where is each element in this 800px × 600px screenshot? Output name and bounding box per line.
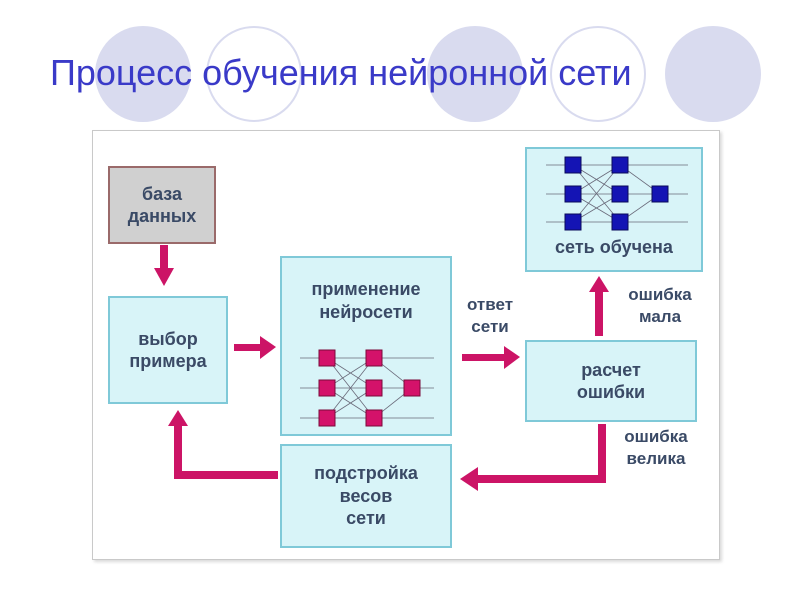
arrow-select-to-apply bbox=[234, 344, 262, 351]
arrow-apply-to-error-head bbox=[504, 346, 520, 369]
arrows bbox=[154, 245, 609, 491]
weight-adjust-box: подстройка весов сети bbox=[280, 444, 452, 548]
arrow-adjust-to-select-up bbox=[174, 424, 182, 479]
arrow-error-to-trained bbox=[595, 290, 603, 336]
arrow-error-to-adjust-head bbox=[460, 467, 478, 491]
arrow-error-to-trained-head bbox=[589, 276, 609, 292]
decor-circle-3 bbox=[427, 26, 523, 122]
slide-title: Процесс обучения нейронной сети bbox=[50, 52, 632, 93]
error-calc-box: расчет ошибки bbox=[525, 340, 697, 422]
apply-network-box: применение нейросети bbox=[280, 256, 452, 436]
select-example-box: выбор примера bbox=[108, 296, 228, 404]
arrow-adjust-to-select-head bbox=[168, 410, 188, 426]
arrow-select-to-apply-head bbox=[260, 336, 276, 359]
decor-circle-5 bbox=[665, 26, 761, 122]
edge-label-response: ответ сети bbox=[466, 295, 514, 337]
arrow-adjust-to-select-left bbox=[174, 471, 278, 479]
arrow-error-to-adjust-down bbox=[598, 424, 606, 482]
arrow-db-to-select bbox=[160, 245, 168, 270]
edge-label-error-small: ошибка мала bbox=[628, 285, 692, 327]
decor-circle-2 bbox=[206, 26, 302, 122]
database-box: база данных bbox=[108, 166, 216, 244]
decor-circle-1 bbox=[95, 26, 191, 122]
decor-circle-4 bbox=[550, 26, 646, 122]
edge-label-error-large: ошибка велика bbox=[624, 427, 688, 469]
arrow-db-to-select-head bbox=[154, 268, 174, 286]
network-trained-box: сеть обучена bbox=[525, 147, 703, 272]
arrow-apply-to-error bbox=[462, 354, 506, 361]
arrow-error-to-adjust-left bbox=[476, 475, 606, 483]
